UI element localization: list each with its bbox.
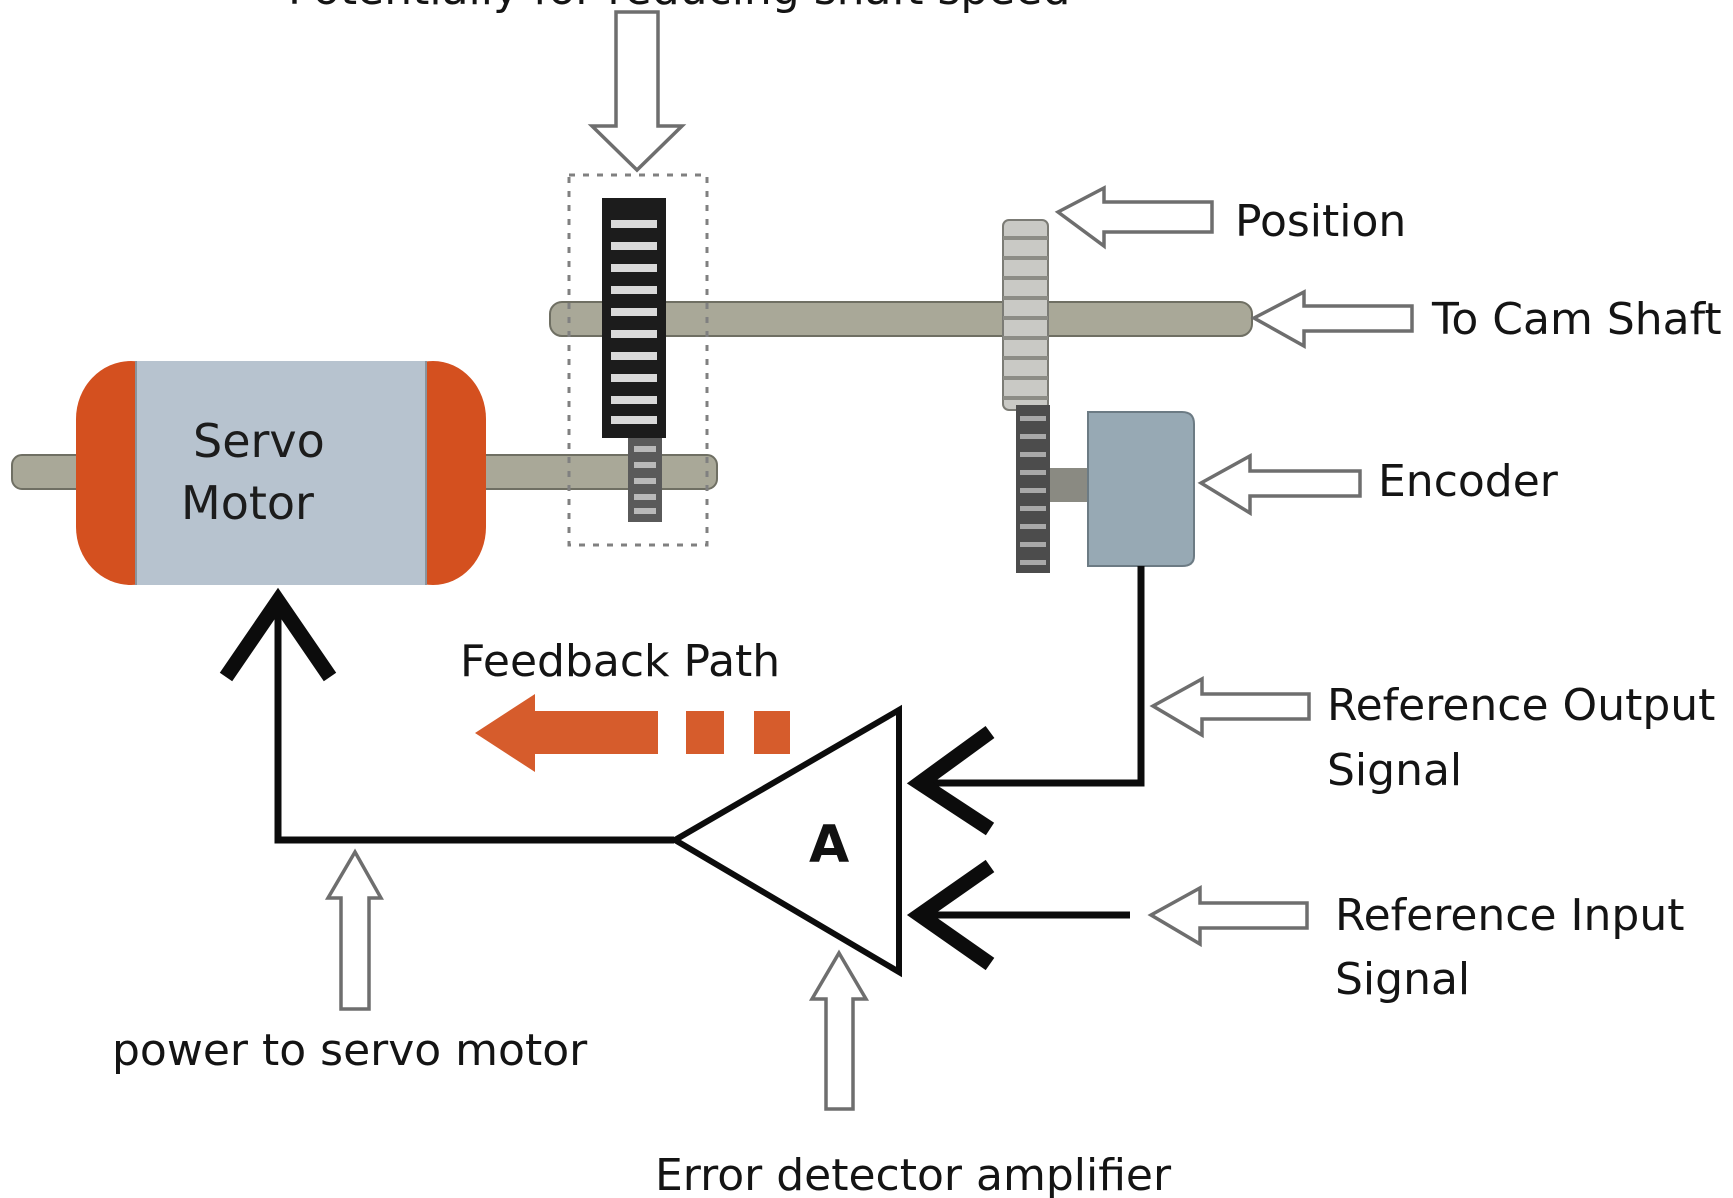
position-label: Position [1235,196,1406,247]
error-amplifier: A [669,704,902,978]
hollow-arrow-icon [587,10,687,173]
reducer-dashed-box [567,173,709,547]
error-detector-label: Error detector amplifier [655,1150,1172,1198]
large-gear-teeth [611,220,657,424]
hollow-arrow-icon [324,848,384,1011]
main-shaft [549,301,1253,337]
hollow-arrow-icon [1054,185,1214,250]
hollow-arrow-icon [1250,289,1414,349]
feedback-path-label: Feedback Path [460,636,780,687]
power-wire [274,604,674,844]
top-caption: Potentially for reducing shaft speed [288,0,1070,15]
hollow-arrow-icon [808,949,870,1111]
motor-body [136,361,426,585]
chevron-arrow-icon [906,725,995,836]
hollow-arrow-icon [1147,885,1309,948]
reference-input-label-line1: Reference Input [1335,890,1685,941]
motor-label-line1: Servo [193,414,325,468]
hollow-arrow-icon [1197,453,1362,517]
motor-label-line2: Motor [181,476,314,530]
reference-input-label-line2: Signal [1335,954,1470,1005]
cam-shaft-label: To Cam Shaft [1431,294,1722,345]
encoder-hub [1050,468,1090,502]
reference-output-label-line2: Signal [1327,745,1462,796]
reference-output-label-line1: Reference Output [1327,680,1715,731]
amplifier-symbol: A [809,815,849,875]
hollow-arrow-icon [1149,676,1311,739]
encoder-gear [1016,405,1050,573]
gear-reducer [567,173,709,547]
encoder [1050,411,1195,567]
amplifier-triangle [669,704,902,978]
reference-output-wire [920,566,1145,787]
chevron-arrow-icon [219,587,337,682]
position-gear [1002,219,1049,411]
power-label: power to servo motor [112,1025,588,1076]
chevron-arrow-icon [906,859,995,971]
encoder-body [1087,411,1195,567]
servo-motor: Servo Motor [76,361,486,585]
encoder-label: Encoder [1378,456,1559,507]
feedback-arrow-icon [475,694,790,772]
